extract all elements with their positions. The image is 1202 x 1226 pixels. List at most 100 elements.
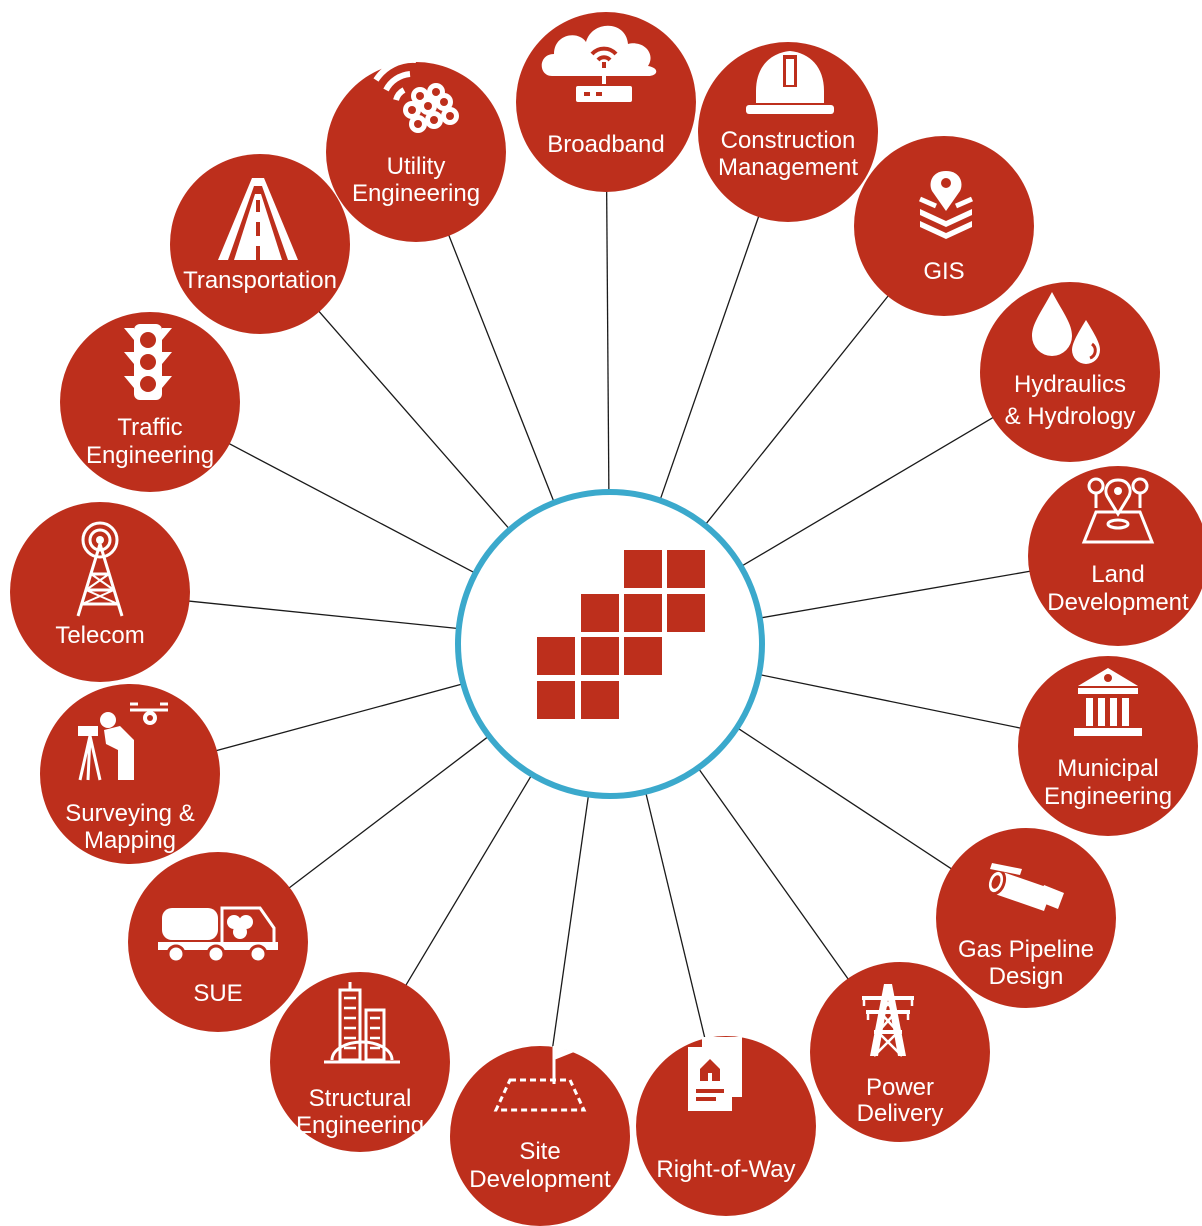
service-label: Transportation <box>183 267 337 294</box>
spoke-traffic-engineering <box>227 442 475 573</box>
service-label: Municipal <box>1057 755 1158 782</box>
spoke-municipal-engineering <box>760 674 1022 729</box>
logo-block <box>624 594 662 632</box>
logo-block <box>667 594 705 632</box>
service-label: Gas Pipeline <box>958 936 1094 963</box>
service-node-right-of-way: Right-of-Way <box>636 1036 816 1216</box>
service-label: Surveying & <box>65 800 194 827</box>
logo-block <box>537 637 575 675</box>
vacuum-truck-icon <box>158 906 278 964</box>
logo-block <box>581 594 619 632</box>
service-label: Engineering <box>296 1112 424 1139</box>
service-label: Development <box>1047 589 1189 616</box>
radio-tower-icon <box>76 521 124 617</box>
service-label: Power <box>866 1074 934 1101</box>
service-label: Design <box>989 963 1064 990</box>
spoke-site-development <box>551 796 589 1049</box>
spoke-gis <box>705 294 890 525</box>
logo-block <box>624 550 662 588</box>
spoke-utility-engineering <box>447 233 555 501</box>
spoke-sue <box>287 736 488 890</box>
spoke-structural-engineering <box>404 775 532 987</box>
service-circle <box>936 828 1116 1008</box>
service-node-surveying-mapping: Surveying &Mapping <box>40 684 220 864</box>
property-document-icon <box>688 1037 742 1111</box>
service-node-transportation: Transportation <box>170 154 350 334</box>
service-label: Development <box>469 1166 611 1193</box>
service-label: GIS <box>923 258 964 285</box>
service-label: Telecom <box>55 622 144 649</box>
hard-hat-icon <box>746 51 834 114</box>
spoke-land-development <box>761 570 1032 619</box>
government-building-icon <box>1074 668 1142 736</box>
logo-block <box>581 637 619 675</box>
service-label: Broadband <box>547 131 664 158</box>
cloud-router-icon <box>541 25 657 102</box>
spoke-hydraulics-hydrology <box>742 416 995 567</box>
traffic-light-icon <box>124 324 172 400</box>
service-node-sue: SUE <box>128 852 308 1032</box>
service-label: Construction <box>721 127 856 154</box>
service-node-hydraulics-hydrology: Hydraulics & Hydrology <box>980 282 1160 462</box>
service-label: Engineering <box>352 180 480 207</box>
service-circle <box>698 42 878 222</box>
service-circle <box>326 62 506 242</box>
spoke-right-of-way <box>645 793 707 1041</box>
site-flag-icon <box>493 1046 587 1112</box>
service-label: Land <box>1091 561 1144 588</box>
spokes <box>187 189 1032 1049</box>
hub <box>455 489 765 799</box>
logo-block <box>667 550 705 588</box>
spoke-broadband <box>605 189 610 491</box>
service-circle <box>450 1046 630 1226</box>
spoke-transportation <box>317 309 510 529</box>
service-circle <box>60 312 240 492</box>
service-label: Engineering <box>86 442 214 469</box>
spoke-gas-pipeline-design <box>738 728 953 871</box>
service-node-broadband: Broadband <box>516 12 696 192</box>
service-label: Right-of-Way <box>656 1156 795 1183</box>
service-circle <box>636 1036 816 1216</box>
service-label: Engineering <box>1044 783 1172 810</box>
buildings-icon <box>324 982 400 1064</box>
service-label: Mapping <box>84 827 176 854</box>
land-map-pin-icon <box>1081 477 1155 544</box>
service-label: SUE <box>193 980 242 1007</box>
spoke-telecom <box>187 600 457 630</box>
transmission-tower-icon <box>862 984 914 1057</box>
stair-blocks-logo <box>537 550 705 719</box>
logo-block <box>581 681 619 719</box>
spoke-power-delivery <box>698 769 850 981</box>
wifi-pipes-icon <box>373 56 459 133</box>
service-circle <box>10 502 190 682</box>
map-layers-icon <box>918 171 974 239</box>
service-label: & Hydrology <box>1005 403 1136 430</box>
service-node-gis: GIS <box>854 136 1034 316</box>
service-label: Traffic <box>117 414 182 441</box>
service-label: Site <box>519 1138 560 1165</box>
service-circle <box>980 282 1160 462</box>
surveyor-drone-icon <box>78 702 168 781</box>
service-node-telecom: Telecom <box>10 502 190 682</box>
road-icon <box>218 178 298 260</box>
service-label: Management <box>718 154 858 181</box>
spoke-construction-management <box>659 214 760 499</box>
service-label: Hydraulics <box>1014 371 1126 398</box>
logo-block <box>624 637 662 675</box>
service-circle <box>1018 656 1198 836</box>
water-drops-icon <box>1032 292 1100 364</box>
service-label: Utility <box>387 153 446 180</box>
logo-block <box>537 681 575 719</box>
spoke-surveying-mapping <box>214 683 462 752</box>
